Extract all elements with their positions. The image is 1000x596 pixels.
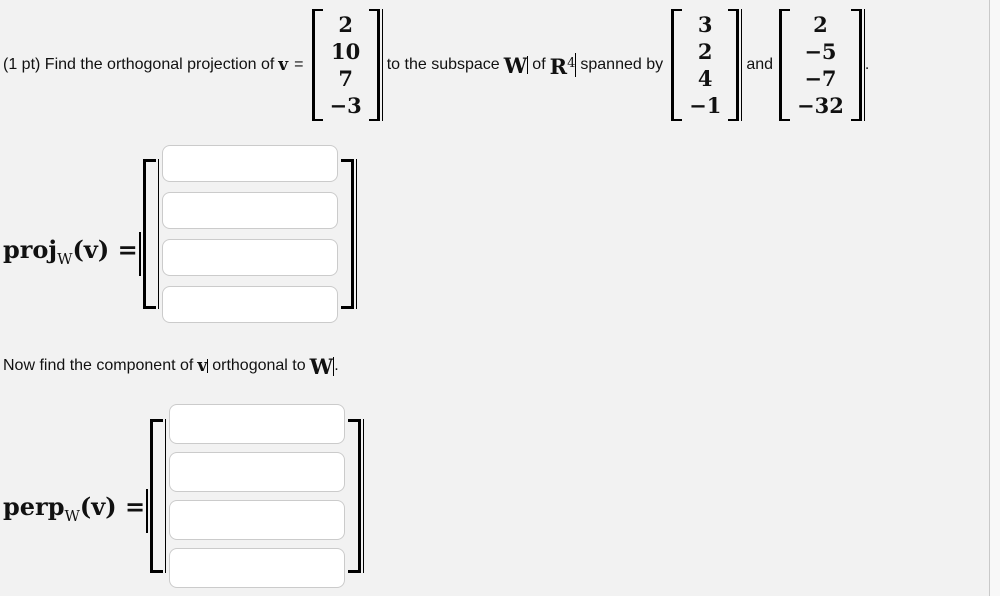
math-render-artifact-line bbox=[381, 9, 383, 121]
math-render-artifact-line bbox=[165, 419, 167, 573]
math-render-artifact-line bbox=[527, 56, 529, 74]
now-text-2: orthogonal to bbox=[212, 357, 306, 374]
equals-sign: = bbox=[294, 56, 304, 73]
math-render-artifact-line bbox=[207, 359, 209, 373]
math-render-artifact-line bbox=[741, 9, 743, 121]
middle-text-1: to the subspace bbox=[386, 56, 500, 73]
perp-entry-3-input[interactable] bbox=[169, 500, 346, 540]
vector-v-entries: 2 10 7 −3 bbox=[323, 9, 369, 121]
vector-w1-entries: 3 2 4 −1 bbox=[682, 9, 728, 121]
vector-w1-entry: −1 bbox=[689, 93, 722, 118]
proj-equals: = bbox=[117, 234, 138, 264]
w-symbol: W bbox=[309, 353, 334, 379]
spacer-text bbox=[109, 235, 117, 264]
vector-w1-entry: 3 bbox=[697, 12, 713, 37]
proj-label-subscript: W bbox=[57, 249, 73, 268]
projection-answer-section: projW(v) = bbox=[3, 145, 357, 323]
r-exponent: 4 bbox=[567, 56, 576, 71]
problem-statement: (1 pt) Find the orthogonal projection of… bbox=[3, 2, 869, 128]
of-text: of bbox=[532, 56, 546, 73]
r4-symbol: R4 bbox=[550, 53, 576, 77]
proj-label-main: proj bbox=[3, 234, 58, 264]
proj-input-column bbox=[161, 145, 338, 323]
math-render-artifact-line bbox=[575, 53, 577, 77]
proj-label: projW(v) = bbox=[3, 234, 138, 272]
math-render-artifact-line bbox=[138, 232, 141, 276]
vector-w1-matrix: 3 2 4 −1 bbox=[671, 9, 740, 121]
perp-label-subscript: W bbox=[64, 506, 80, 525]
proj-entry-1-input[interactable] bbox=[161, 145, 338, 182]
vector-w2-entry: −7 bbox=[804, 66, 837, 91]
proj-entry-4-input[interactable] bbox=[161, 286, 338, 323]
middle-text-2: spanned by bbox=[580, 56, 664, 73]
perp-entry-2-input[interactable] bbox=[169, 452, 346, 492]
answer-matrix-bracket-right bbox=[340, 159, 354, 309]
math-render-artifact-line bbox=[157, 159, 159, 309]
vector-w1-entry: 4 bbox=[697, 66, 713, 91]
matrix-bracket-left bbox=[311, 9, 323, 121]
perp-equals: = bbox=[124, 491, 146, 521]
vector-w2-entry: 2 bbox=[813, 12, 828, 37]
math-render-artifact-line bbox=[146, 489, 149, 533]
problem-intro-text: Find the orthogonal projection of bbox=[44, 56, 275, 73]
matrix-bracket-right bbox=[728, 9, 740, 121]
sentence-period: . bbox=[334, 357, 339, 374]
vector-w2-matrix: 2 −5 −7 −32 bbox=[779, 9, 862, 121]
math-render-artifact-line bbox=[363, 419, 365, 573]
r-symbol: R bbox=[549, 54, 568, 79]
paren-open: ( bbox=[79, 491, 92, 521]
vector-w2-entry: −5 bbox=[804, 39, 837, 64]
v-symbol: v bbox=[197, 355, 208, 376]
now-text-1: Now find the component of bbox=[3, 357, 194, 374]
perp-input-column bbox=[169, 404, 346, 588]
answer-matrix-bracket-left bbox=[150, 419, 164, 573]
proj-entry-3-input[interactable] bbox=[161, 239, 338, 276]
paren-close: ) bbox=[97, 234, 110, 264]
matrix-bracket-left bbox=[671, 9, 683, 121]
proj-arg-v: v bbox=[83, 234, 98, 264]
spacer-text bbox=[117, 492, 125, 521]
paren-open: ( bbox=[72, 234, 84, 264]
answer-matrix-bracket-right bbox=[348, 419, 362, 573]
vector-w2-entry: −32 bbox=[797, 93, 844, 118]
and-text: and bbox=[746, 56, 774, 73]
vector-w2-entries: 2 −5 −7 −32 bbox=[790, 9, 851, 121]
vector-v-entry: 10 bbox=[331, 39, 361, 64]
paren-close: ) bbox=[105, 491, 117, 521]
orthogonal-component-sentence: Now find the component of v orthogonal t… bbox=[3, 352, 339, 380]
matrix-bracket-left bbox=[779, 9, 791, 121]
vector-v-symbol: v bbox=[278, 54, 289, 75]
scrollbar-track[interactable] bbox=[989, 0, 1000, 596]
perp-entry-4-input[interactable] bbox=[169, 548, 346, 588]
subspace-w-symbol: W bbox=[503, 52, 528, 78]
vector-v-entry: −3 bbox=[329, 93, 362, 118]
vector-v-matrix: 2 10 7 −3 bbox=[311, 9, 380, 121]
math-render-artifact-line bbox=[355, 159, 357, 309]
perp-entry-1-input[interactable] bbox=[169, 404, 346, 444]
perp-label-main: perp bbox=[3, 491, 65, 521]
answer-matrix-bracket-left bbox=[142, 159, 156, 309]
perp-arg-v: v bbox=[91, 491, 106, 521]
vector-v-entry: 2 bbox=[338, 12, 353, 37]
proj-entry-2-input[interactable] bbox=[161, 192, 338, 229]
math-render-artifact-line bbox=[863, 9, 865, 121]
points-label: (1 pt) bbox=[3, 56, 41, 73]
math-render-artifact-line bbox=[333, 356, 335, 376]
vector-w1-entry: 2 bbox=[697, 39, 713, 64]
sentence-period: . bbox=[864, 56, 870, 73]
perp-label: perpW(v) = bbox=[3, 491, 146, 529]
matrix-bracket-right bbox=[368, 9, 380, 121]
matrix-bracket-right bbox=[850, 9, 862, 121]
vector-v-entry: 7 bbox=[338, 66, 353, 91]
perp-answer-section: perpW(v) = bbox=[3, 404, 365, 588]
